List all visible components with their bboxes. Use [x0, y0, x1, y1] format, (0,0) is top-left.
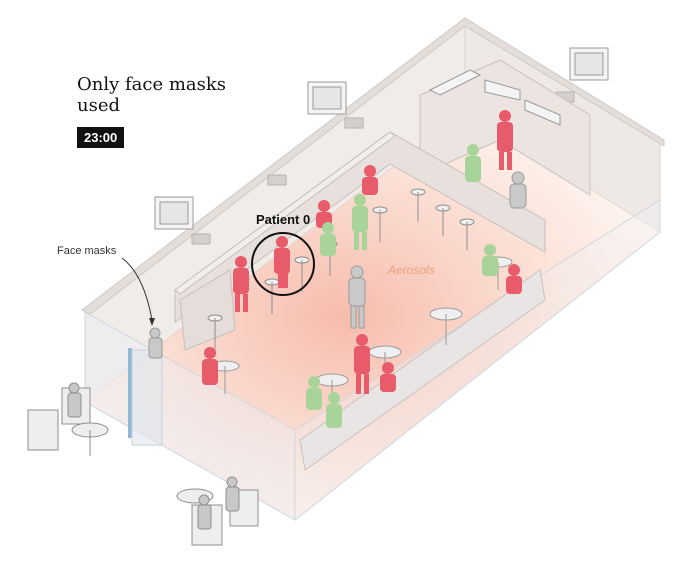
face-masks-label: Face masks [57, 245, 117, 257]
patient-zero-highlight [251, 232, 315, 296]
aerosols-label: Aerosols [388, 263, 435, 277]
bar-counter [174, 131, 546, 351]
time-badge: 23:00 [77, 127, 125, 148]
patient-zero-label: Patient 0 [256, 212, 311, 227]
face-masks-pointer [121, 257, 153, 321]
ac-units [154, 47, 609, 230]
wall-top-edge [81, 17, 665, 315]
booth-seating [299, 269, 546, 471]
page-title: Only face masks used [77, 74, 227, 116]
staff-people [148, 171, 527, 359]
outdoor-people [67, 382, 240, 530]
uninfected-people [306, 144, 498, 428]
front-glass-walls [84, 199, 661, 522]
wall-vents [191, 91, 575, 245]
face-masks-arrowhead [149, 318, 155, 326]
infected-people [202, 110, 522, 394]
